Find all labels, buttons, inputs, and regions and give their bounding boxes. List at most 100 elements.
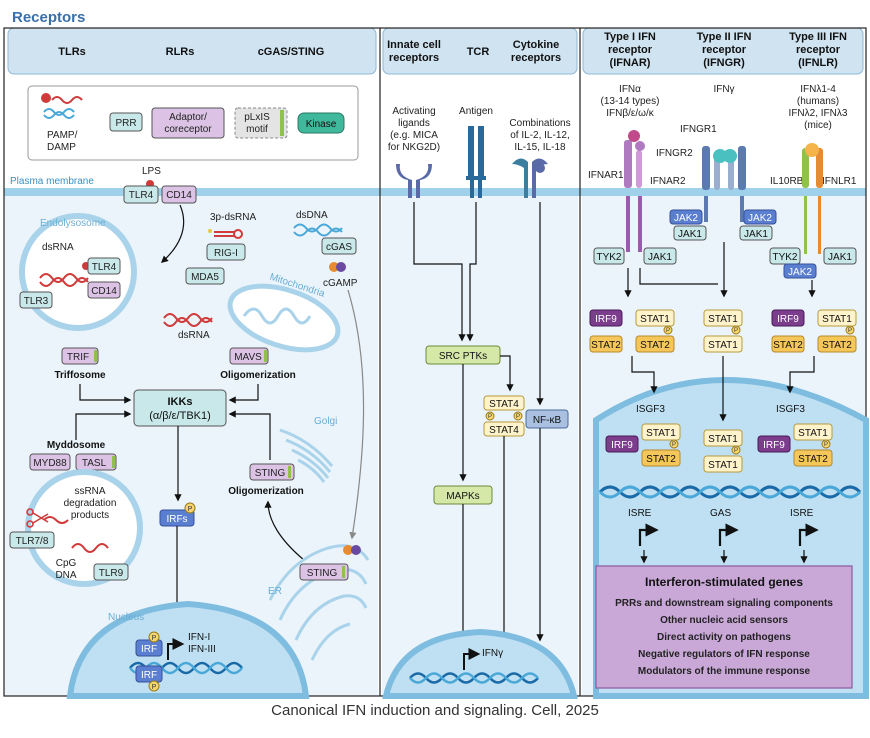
stat-phospho-1: P xyxy=(666,328,670,334)
irf-nuc-2-box xyxy=(135,665,163,683)
tlr78-box xyxy=(9,531,55,549)
mavs-box xyxy=(229,347,269,365)
tlr3: TLR3 xyxy=(24,296,49,307)
stat4-top: STAT4 xyxy=(489,399,519,410)
isg-item: Modulators of the immune response xyxy=(638,666,811,677)
stat2-cyto-3b: STAT2 xyxy=(773,340,803,351)
mda5: MDA5 xyxy=(191,272,219,283)
stat1-cyto-2b-box xyxy=(703,335,743,353)
header-rlrs: RLRs xyxy=(166,46,195,58)
stat4-phospho-2: P xyxy=(516,414,520,420)
src-to-stat4-arrow xyxy=(500,355,514,392)
cgamp-bound-icon xyxy=(343,545,353,555)
irfs: IRFs xyxy=(166,514,187,525)
isre-right-label: ISRE xyxy=(790,508,814,519)
irf9-nuc-1: IRF9 xyxy=(611,440,633,451)
cgas: cGAS xyxy=(326,242,352,253)
pamp-icon xyxy=(41,93,83,119)
mitochondria-icon xyxy=(227,283,341,353)
panel-middle-cytoplasm xyxy=(382,194,578,696)
nucleus-middle-icon xyxy=(382,628,578,699)
ifn3-label: IFN-III xyxy=(188,644,216,655)
cd14-surface-box xyxy=(161,185,197,204)
dsdna-label: dsDNA xyxy=(296,210,328,221)
stat2-cyto-1: STAT2 xyxy=(640,340,670,351)
irf-nuc-1-box xyxy=(135,639,163,657)
cpg-2: DNA xyxy=(55,570,76,581)
activating-1: Activating xyxy=(392,106,435,117)
stat4-phospho-1: P xyxy=(488,414,492,420)
plasma-membrane-label: Plasma membrane xyxy=(10,176,94,187)
tasl-box xyxy=(75,453,117,471)
myd88: MYD88 xyxy=(33,458,67,469)
cd14-surface: CD14 xyxy=(166,190,192,201)
tyk2-lr: TYK2 xyxy=(772,252,797,263)
jak2-gr-left: JAK2 xyxy=(674,213,698,224)
jak2-gr-right: JAK2 xyxy=(748,213,772,224)
dsrna-mda-icon xyxy=(163,313,213,323)
ifnlr1-label: IFNLR1 xyxy=(822,176,857,187)
header-type1-3: (IFNAR) xyxy=(610,57,651,69)
er-label: ER xyxy=(268,586,282,597)
lps-label: LPS xyxy=(142,166,161,177)
stat2-cyto-1b: STAT2 xyxy=(591,340,621,351)
mavs-to-ikks-arrow xyxy=(228,384,259,404)
golgi-icon xyxy=(279,428,334,483)
ifnar2-label: IFNAR2 xyxy=(650,176,686,187)
ifna-2: (13-14 types) xyxy=(601,96,660,107)
oligomerization-mavs-label: Oligomerization xyxy=(220,370,296,381)
header-cyto-1: Cytokine xyxy=(513,39,559,51)
nucleus-left-icon xyxy=(66,600,310,699)
tcr-receptor-icon xyxy=(466,126,486,198)
isgf3-right-label: ISGF3 xyxy=(776,404,805,415)
tcr-to-src-line xyxy=(466,202,477,342)
irf9-nuc-3-box xyxy=(757,435,791,453)
ikks-1: IKKs xyxy=(167,396,192,408)
ssrna-3: products xyxy=(71,510,109,521)
jak2-gr-left-box xyxy=(669,209,703,225)
ifnl-1: IFNλ1-4 xyxy=(800,84,836,95)
header-cgas-sting: cGAS/STING xyxy=(258,46,325,58)
irf9-nuc-3: IRF9 xyxy=(763,440,785,451)
header-innate-2: receptors xyxy=(389,52,439,64)
ifna-3: IFNβ/ε/ω/κ xyxy=(606,108,654,119)
header-tlrs: TLRs xyxy=(58,46,86,58)
sting-er-box xyxy=(299,563,349,581)
tlr4-surface: TLR4 xyxy=(129,190,154,201)
header-type2-1: Type II IFN xyxy=(697,31,752,43)
nkg2d-to-src-line xyxy=(413,202,466,342)
endosome-tlr7-icon xyxy=(25,469,143,587)
ikks-2: (α/β/ε/TBK1) xyxy=(149,410,211,422)
irf-nuc-2-phospho: P xyxy=(152,684,157,691)
header-tcr: TCR xyxy=(467,46,490,58)
gas-transcription-arrow xyxy=(718,523,739,546)
activating-2: ligands xyxy=(398,118,430,129)
irf9-cyto-1: IRF9 xyxy=(595,314,617,325)
tlr9-box xyxy=(93,563,129,581)
cpg-dna-icon xyxy=(71,543,109,553)
nkg2d-receptor-icon xyxy=(396,164,432,198)
jak2-lr: JAK2 xyxy=(788,267,812,278)
activating-4: for NKG2D) xyxy=(388,142,440,153)
dna-right-icon xyxy=(598,485,862,499)
stat1-cyto-2a-box xyxy=(703,309,743,327)
stat1-cyto-2a: STAT1 xyxy=(708,314,738,325)
stat2-cyto-1-box xyxy=(635,335,675,353)
stat-to-isgf3-arrow-1 xyxy=(631,356,658,394)
tyk2-ar: TYK2 xyxy=(596,252,621,263)
stat-to-isgf3-arrow-3 xyxy=(786,356,815,394)
header-cyto-2: receptors xyxy=(511,52,561,64)
jak1-lr: JAK1 xyxy=(828,252,852,263)
sting-er: STING xyxy=(307,568,338,579)
stat2-nuc-3: STAT2 xyxy=(798,454,828,465)
src-ptks: SRC PTKs xyxy=(439,351,487,362)
dsdna-icon xyxy=(293,223,343,233)
stat2-cyto-3b-box xyxy=(771,335,805,353)
isgf3-left-label: ISGF3 xyxy=(636,404,665,415)
jak1-ar-box xyxy=(643,247,677,265)
figure-title: Receptors xyxy=(12,9,85,26)
irf-nuc-1: IRF xyxy=(141,644,157,655)
tlr4-endo-box xyxy=(87,257,121,275)
irfs-phospho: P xyxy=(188,506,193,513)
nucleus-label: Nucleus xyxy=(108,612,144,623)
